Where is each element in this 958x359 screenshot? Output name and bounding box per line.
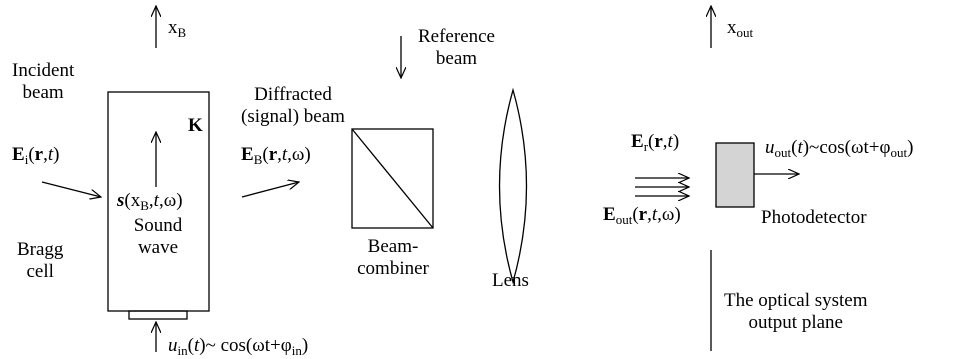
x-b-label: xB (168, 17, 187, 40)
reference-beam-label: Reference beam (418, 26, 495, 69)
diffracted-beam-label: Diffracted (signal) beam (241, 84, 345, 127)
beam-combiner-diagonal (351, 128, 434, 229)
x-out-label: xout (727, 17, 754, 40)
u-in-label: uin(t)~ cos(ωt+φin) (168, 335, 309, 358)
incident-beam-arrow (41, 181, 101, 197)
beam-combiner-cube (351, 128, 434, 229)
photodetector-box (715, 142, 755, 208)
lens-label: Lens (492, 270, 529, 291)
e-out-label: Eout(r,t,ω) (603, 204, 681, 227)
lens-shape (498, 87, 528, 285)
sound-wave-label: Sound wave (133, 215, 183, 258)
transducer (128, 310, 188, 320)
sound-wave-function-label: s(xB,t,ω) (117, 190, 183, 213)
bragg-cell-label: Bragg cell (17, 239, 64, 282)
e-b-label: EB(r,t,ω) (241, 144, 311, 167)
photodetector-label: Photodetector (761, 207, 867, 228)
u-out-label: uout(t)~cos(ωt+φout) (765, 137, 914, 160)
incident-beam-label: Incident beam (12, 60, 75, 103)
e-r-label: Er(r,t) (631, 131, 680, 154)
beam-combiner-label: Beam- combiner (357, 236, 429, 279)
k-vector-label: K (188, 115, 203, 136)
e-i-label: Ei(r,t) (12, 144, 60, 167)
output-plane-label: The optical system output plane (724, 290, 868, 333)
diffracted-beam-arrow (241, 182, 299, 198)
